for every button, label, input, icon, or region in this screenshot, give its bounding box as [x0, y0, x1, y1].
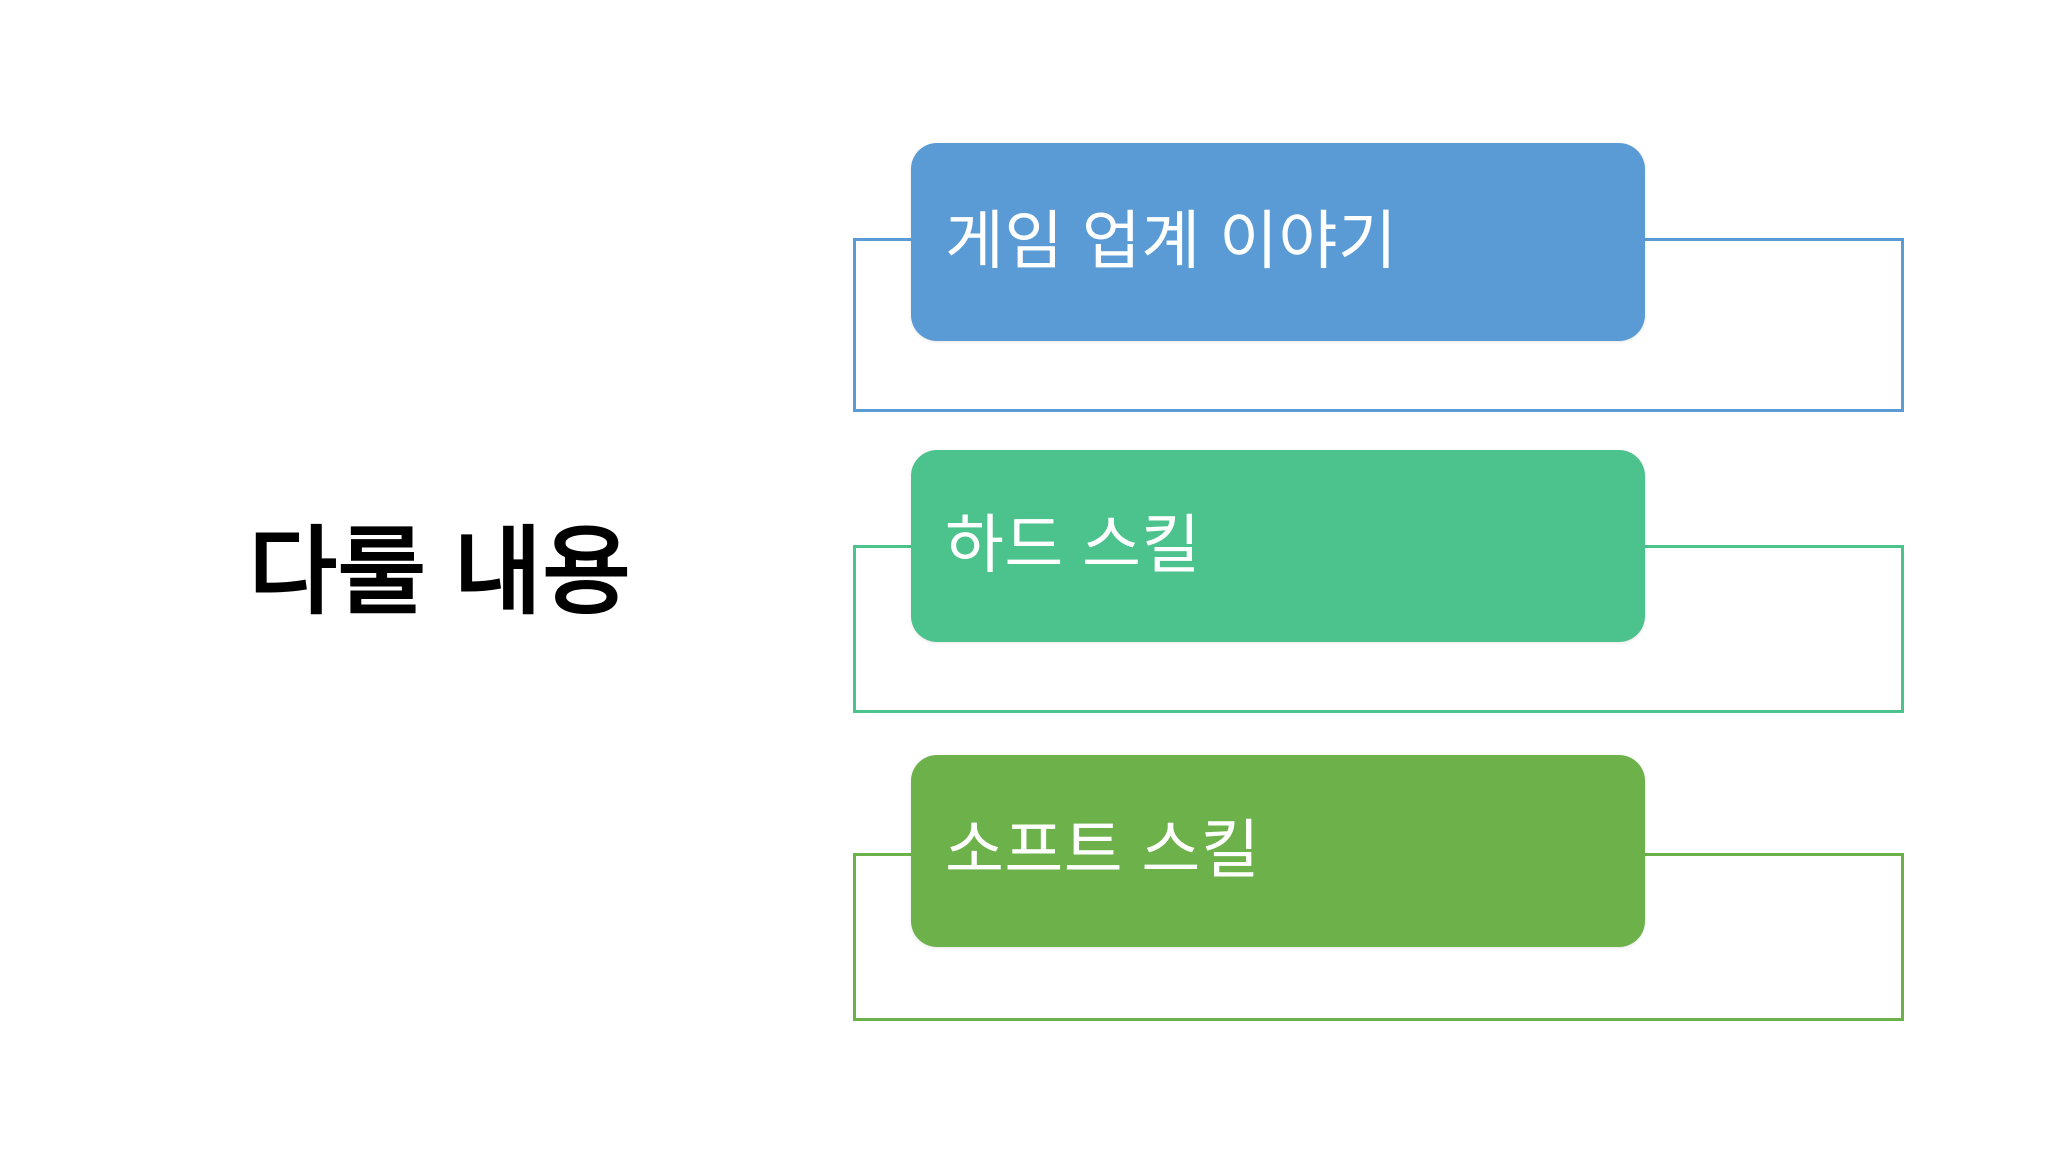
- agenda-item[interactable]: 게임 업계 이야기: [853, 143, 1908, 415]
- agenda-item-chip[interactable]: 하드 스킬: [911, 450, 1645, 642]
- agenda-item[interactable]: 소프트 스킬: [853, 755, 1908, 1021]
- agenda-item-label: 하드 스킬: [945, 509, 1201, 582]
- agenda-item-label: 게임 업계 이야기: [945, 205, 1398, 278]
- agenda-item[interactable]: 하드 스킬: [853, 450, 1908, 716]
- agenda-item-label: 소프트 스킬: [945, 814, 1261, 887]
- agenda-item-chip[interactable]: 소프트 스킬: [911, 755, 1645, 947]
- agenda-item-chip[interactable]: 게임 업계 이야기: [911, 143, 1645, 341]
- page-title: 다룰 내용: [248, 519, 632, 627]
